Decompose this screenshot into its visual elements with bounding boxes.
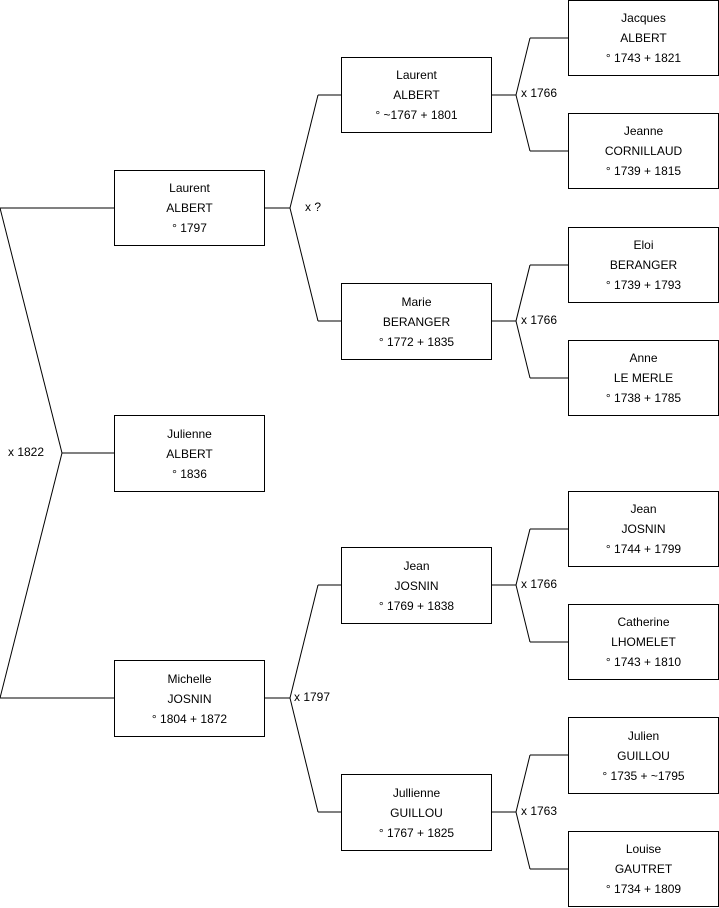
person-dates: ° 1743 + 1810 [605,655,682,669]
person-last-name: JOSNIN [621,522,666,536]
person-last-name: ALBERT [166,446,213,461]
person-dates: ° 1744 + 1799 [605,542,682,556]
person-box-laurent-albert-1797: Laurent ALBERT ° 1797 [114,170,265,246]
person-dates: ° 1743 + 1821 [605,51,682,65]
person-first-name: Eloi [633,238,654,252]
marriage-label-josnin-guillou: x 1797 [294,690,331,704]
person-box-jeanne-cornillaud: Jeanne CORNILLAUD ° 1739 + 1815 [568,113,719,189]
person-box-michelle-josnin: Michelle JOSNIN ° 1804 + 1872 [114,660,265,737]
person-box-catherine-lhomelet: Catherine LHOMELET ° 1743 + 1810 [568,604,719,680]
person-last-name: JOSNIN [167,691,212,706]
person-first-name: Laurent [396,68,437,82]
person-last-name: CORNILLAUD [604,144,683,158]
marriage-label-guillou-gautret: x 1763 [521,804,558,818]
person-box-julienne-albert: Julienne ALBERT ° 1836 [114,415,265,492]
person-first-name: Catherine [617,615,670,629]
person-box-julien-guillou: Julien GUILLOU ° 1735 + ~1795 [568,717,719,794]
marriage-label-albert-beranger: x ? [305,200,322,214]
person-dates: ° 1739 + 1793 [605,278,682,292]
person-box-jullienne-guillou: Jullienne GUILLOU ° 1767 + 1825 [341,774,492,851]
marriage-label-parents: x 1822 [8,445,45,459]
person-box-jacques-albert: Jacques ALBERT ° 1743 + 1821 [568,0,719,76]
person-last-name: GUILLOU [390,805,443,820]
person-box-laurent-albert-1767: Laurent ALBERT ° ~1767 + 1801 [341,57,492,133]
person-dates: ° 1738 + 1785 [605,391,682,405]
person-last-name: LE MERLE [613,371,674,385]
person-box-jean-josnin-1744: Jean JOSNIN ° 1744 + 1799 [568,491,719,567]
person-dates: ° 1739 + 1815 [605,164,682,178]
person-first-name: Marie [401,294,432,309]
person-last-name: BERANGER [609,258,678,272]
person-first-name: Jean [403,558,430,573]
person-dates: ° 1797 [172,221,207,235]
person-box-eloi-beranger: Eloi BERANGER ° 1739 + 1793 [568,227,719,303]
person-dates: ° 1769 + 1838 [378,598,455,613]
person-dates: ° ~1767 + 1801 [375,108,458,122]
person-first-name: Anne [629,351,658,365]
person-first-name: Julien [627,728,660,743]
person-box-louise-gautret: Louise GAUTRET ° 1734 + 1809 [568,831,719,907]
person-first-name: Jean [630,502,657,516]
person-dates: ° 1836 [172,466,207,481]
person-first-name: Jacques [621,11,666,25]
marriage-label-beranger-le-merle: x 1766 [521,313,558,327]
person-dates: ° 1804 + 1872 [151,711,228,726]
person-first-name: Louise [625,842,662,856]
person-box-marie-beranger: Marie BERANGER ° 1772 + 1835 [341,283,492,360]
person-dates: ° 1767 + 1825 [378,825,455,840]
person-first-name: Michelle [167,671,212,686]
person-last-name: ALBERT [166,201,213,215]
person-last-name: ALBERT [393,88,440,102]
person-last-name: GAUTRET [614,862,673,876]
person-last-name: BERANGER [382,314,451,329]
person-first-name: Jullienne [392,785,441,800]
person-box-anne-le-merle: Anne LE MERLE ° 1738 + 1785 [568,340,719,416]
person-last-name: JOSNIN [394,578,439,593]
person-dates: ° 1734 + 1809 [605,882,682,896]
person-dates: ° 1772 + 1835 [378,334,455,349]
person-last-name: GUILLOU [617,748,670,763]
marriage-label-albert-cornillaud: x 1766 [521,86,558,100]
person-dates: ° 1735 + ~1795 [602,768,685,783]
person-first-name: Jeanne [623,124,664,138]
person-first-name: Laurent [169,181,210,195]
person-first-name: Julienne [167,426,212,441]
person-box-jean-josnin-1769: Jean JOSNIN ° 1769 + 1838 [341,547,492,624]
person-last-name: LHOMELET [611,635,676,649]
person-last-name: ALBERT [620,31,667,45]
marriage-label-josnin-lhomelet: x 1766 [521,577,558,591]
